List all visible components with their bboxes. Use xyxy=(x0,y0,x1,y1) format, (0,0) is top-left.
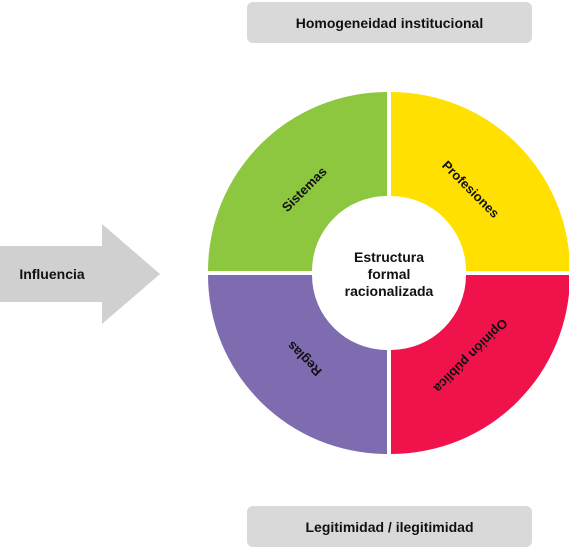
legitimacy-label: Legitimidad / ilegitimidad xyxy=(305,518,474,535)
influence-arrow xyxy=(0,224,160,324)
center-line-2: formal xyxy=(368,266,411,282)
legitimacy-label-box: Legitimidad / ilegitimidad xyxy=(247,506,532,547)
homogeneity-label-box: Homogeneidad institucional xyxy=(247,2,532,43)
influence-label: Influencia xyxy=(19,266,85,282)
center-line-1: Estructura xyxy=(354,249,424,265)
segment-profesiones xyxy=(391,92,569,271)
center-line-3: racionalizada xyxy=(345,283,434,299)
homogeneity-label: Homogeneidad institucional xyxy=(295,14,484,31)
segment-reglas xyxy=(208,275,387,454)
center-circle xyxy=(316,200,462,346)
segment-opinion-publica xyxy=(391,275,569,454)
segment-sistemas xyxy=(208,92,387,271)
